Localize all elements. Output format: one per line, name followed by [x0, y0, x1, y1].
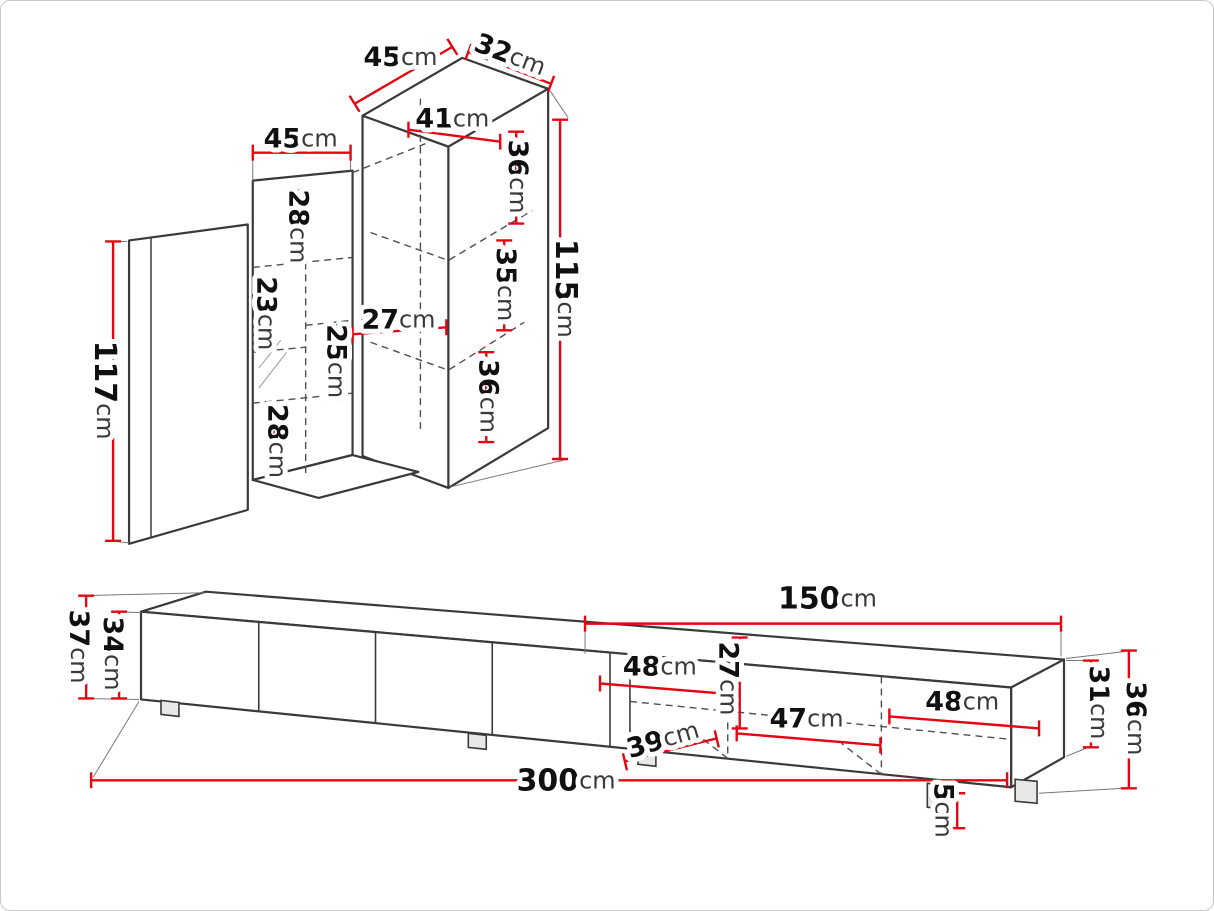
dim-label-mid-25: 25cm	[321, 324, 352, 398]
dim-line-inner-48-left	[599, 682, 722, 695]
dim-ticks-height-117	[105, 240, 122, 543]
dim-ticks-depth-27	[351, 319, 448, 343]
dim-label-inner-27: 27cm	[713, 642, 744, 716]
middle-cabinet-bottom-board	[251, 453, 420, 500]
dim-ticks-right-35	[496, 239, 513, 332]
tv-stand-leg	[1014, 778, 1038, 805]
extension-lines-31-36	[1039, 651, 1124, 794]
dim-ticks-inner-47	[735, 725, 882, 754]
tv-stand-hidden-shelf	[629, 700, 1012, 741]
dim-ticks-height-37	[78, 594, 95, 700]
wall-unit-dimension-lines	[105, 38, 569, 543]
right-cabinet-hidden-shelf-top	[370, 209, 533, 262]
dim-line-top-45	[353, 45, 453, 105]
dim-line-inner-41	[408, 128, 501, 143]
tv-stand-leg	[467, 732, 488, 751]
dim-label-height-117: 117cm	[88, 341, 123, 440]
dim-line-depth-27	[352, 326, 447, 336]
dim-label-width-300: 300cm	[517, 763, 616, 798]
dim-ticks-depth-32	[464, 43, 556, 93]
dim-ticks-right-36-bottom	[478, 351, 495, 444]
dim-ticks-mid-45	[251, 144, 352, 161]
tv-stand-front-face	[139, 610, 1013, 789]
dim-label-height-37: 37cm	[64, 610, 95, 684]
tv-stand-door-seams	[257, 621, 631, 749]
dim-label-mid-28-top: 28cm	[283, 190, 314, 264]
dim-ticks-height-36	[1120, 649, 1137, 790]
dim-label-height-34: 34cm	[98, 617, 129, 691]
dim-ticks-mid-28-top	[288, 189, 305, 264]
middle-cabinet-hidden-shelf-3	[305, 319, 353, 326]
dim-ticks-height-115	[552, 118, 569, 461]
dim-label-inner-41: 41cm	[415, 103, 489, 134]
dim-label-inner-47: 47cm	[770, 703, 844, 734]
dim-label-mid-23: 23cm	[251, 276, 282, 350]
dim-ticks-height-31	[1082, 659, 1099, 749]
dim-ticks-mid-23	[255, 279, 272, 351]
dim-label-inner-48-left: 48cm	[623, 651, 697, 682]
dim-label-right-35: 35cm	[491, 247, 522, 321]
tv-stand-dimension-lines	[78, 594, 1137, 830]
dim-label-inner-48-right: 48cm	[925, 686, 999, 717]
dim-line-inner-48-right	[889, 715, 1040, 730]
dim-ticks-right-36-top	[508, 130, 525, 225]
dim-label-height-31: 31cm	[1083, 665, 1114, 739]
dim-label-mid-45: 45cm	[264, 123, 338, 154]
dim-ticks-inner-48-left	[598, 675, 723, 702]
dim-ticks-top-45	[348, 38, 459, 113]
wall-unit-drawing: 45cm 32cm 45cm 41cm 36cm 35cm 36cm 115cm…	[83, 22, 589, 545]
extension-lines-115	[450, 90, 569, 488]
right-cabinet-hidden-shelf-bottom	[370, 321, 525, 371]
dim-line-inner-47	[736, 732, 881, 747]
dim-label-right-36-top: 36cm	[503, 140, 534, 214]
dim-line-depth-39	[624, 737, 718, 763]
dim-line-depth-32	[467, 50, 552, 85]
dim-ticks-height-34	[111, 610, 128, 700]
tv-stand-drawing: 150cm 37cm 34cm 48cm 27cm 39cm 47cm 48cm…	[59, 576, 1157, 843]
middle-cabinet-hidden-shelf-2	[252, 346, 306, 353]
glass-sheen-line	[258, 351, 288, 389]
dim-ticks-depth-39	[621, 730, 720, 771]
dim-label-top-45: 45cm	[363, 41, 437, 72]
dim-ticks-leg-5	[949, 792, 966, 830]
dim-ticks-inner-48-right	[888, 708, 1041, 737]
dim-label-depth-27: 27cm	[361, 304, 435, 335]
middle-cabinet-hidden-depth-edge	[352, 143, 426, 174]
left-panel-face	[127, 223, 249, 545]
dim-label-right-36-bottom: 36cm	[473, 359, 504, 433]
dim-ticks-inner-27	[731, 636, 748, 730]
glass-sheen-line	[258, 339, 282, 369]
dim-label-height-36: 36cm	[1120, 681, 1151, 755]
right-cabinet-front-face	[361, 114, 450, 490]
dim-label-height-115: 115cm	[549, 239, 584, 338]
dim-ticks-mid-28-bottom	[266, 404, 283, 479]
dim-ticks-width-300	[89, 772, 1009, 789]
middle-cabinet-hidden-shelf-4	[252, 392, 353, 404]
tv-stand-hidden-depth-edges	[687, 726, 882, 775]
dim-label-leg-5: 5cm	[928, 783, 959, 838]
dim-ticks-mid-25	[325, 324, 342, 401]
dim-label-width-150: 150cm	[778, 581, 877, 616]
extension-lines-300	[92, 701, 140, 778]
dim-ticks-width-150	[583, 615, 1063, 632]
extension-lines-150	[584, 627, 1062, 657]
dim-ticks-inner-41	[407, 121, 502, 150]
dim-label-mid-28-bottom: 28cm	[262, 404, 293, 478]
tv-stand-leg	[926, 782, 951, 811]
tv-stand-leg	[160, 699, 180, 718]
